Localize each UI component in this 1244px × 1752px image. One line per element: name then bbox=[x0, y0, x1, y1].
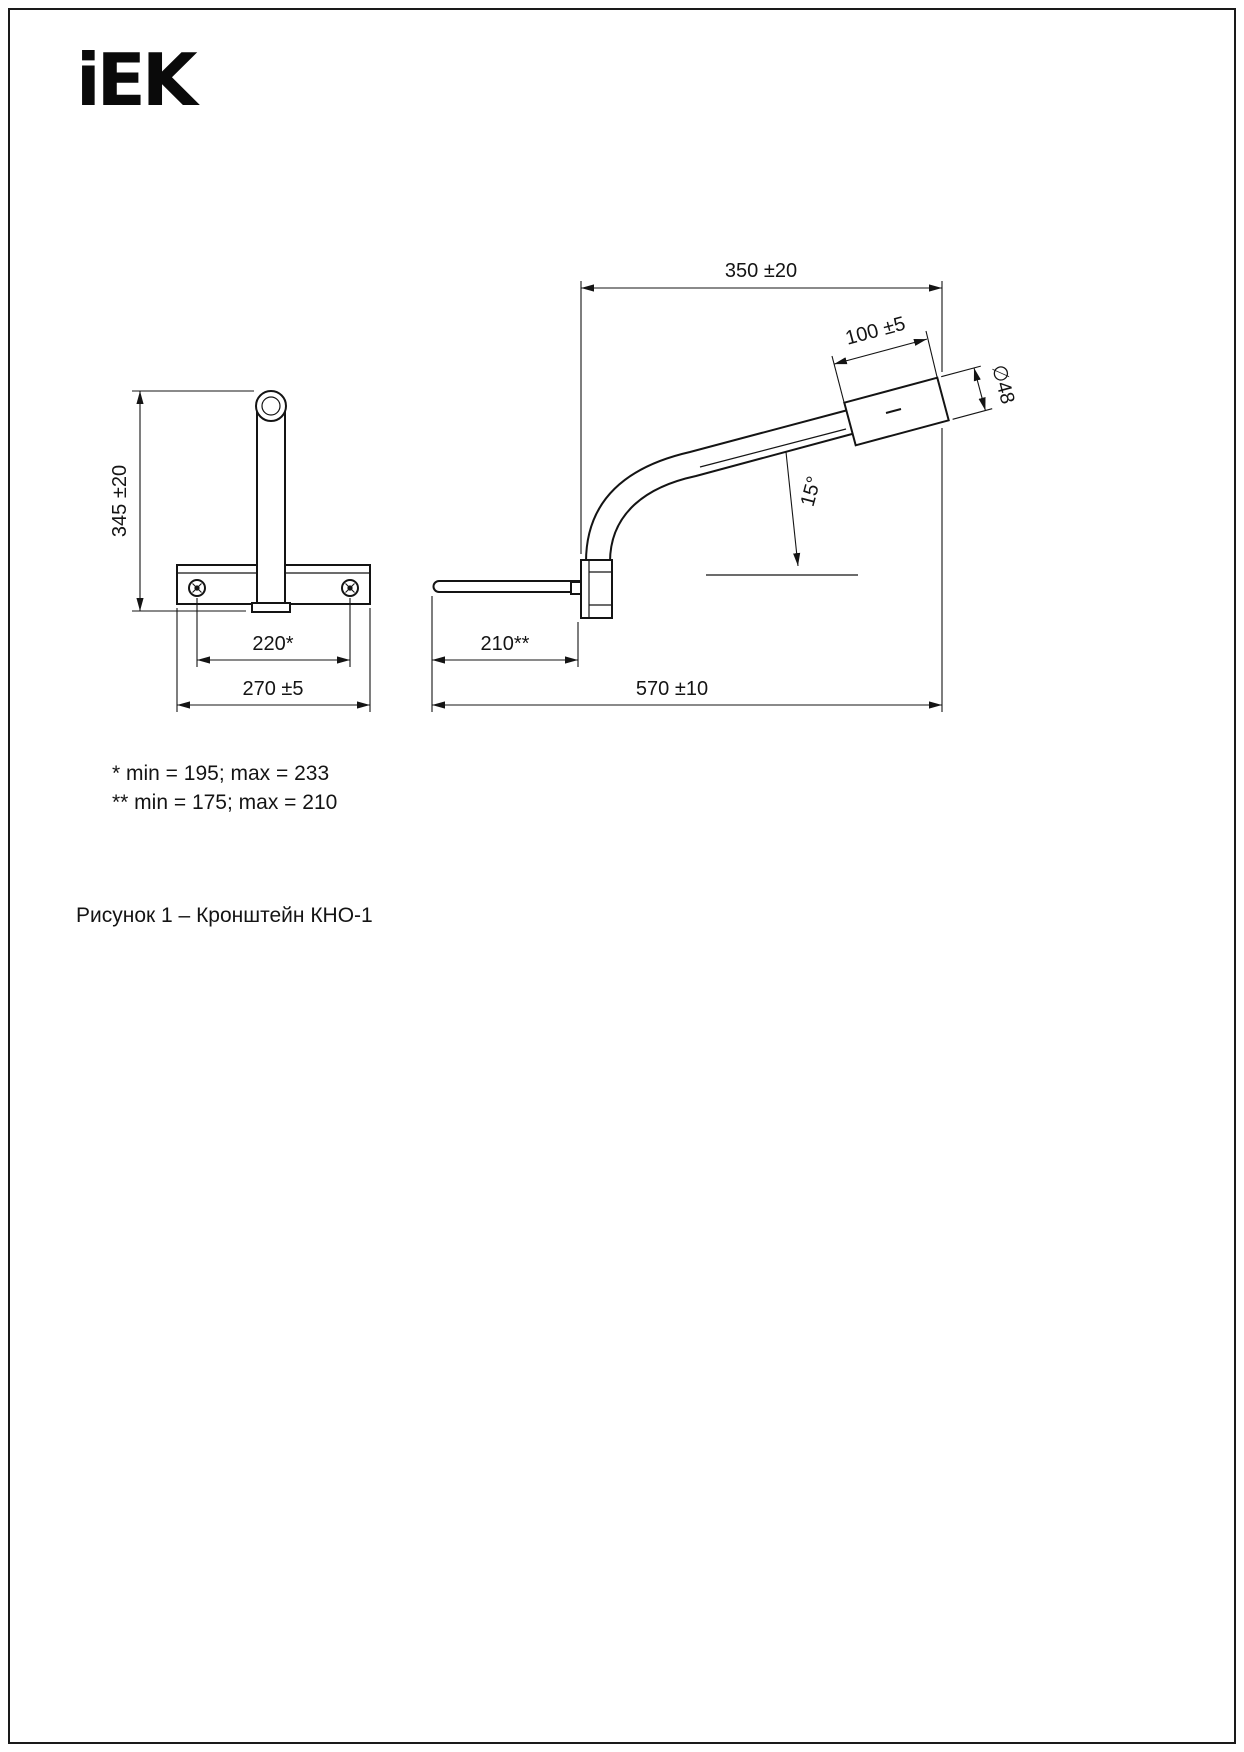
figure-caption: Рисунок 1 – Кронштейн КНО-1 bbox=[76, 904, 373, 927]
dimension-notes: * min = 195; max = 233 ** min = 175; max… bbox=[112, 760, 337, 818]
dim-arm-length: 210** bbox=[431, 596, 579, 712]
dim-sleeve-length-label: 100 ±5 bbox=[843, 313, 908, 350]
tube-inner-edge bbox=[609, 433, 853, 563]
dim-plate-width: 270 ±5 bbox=[176, 608, 371, 712]
end-sleeve bbox=[843, 376, 950, 447]
bolt-left bbox=[188, 579, 206, 597]
dim-arm-length-label: 210** bbox=[481, 633, 530, 655]
pipe-top-circle-outer bbox=[255, 390, 287, 422]
dim-tilt-angle: 15° bbox=[785, 451, 826, 567]
tube-outer-edge bbox=[585, 409, 849, 563]
pipe-bottom-cap bbox=[251, 602, 291, 613]
bolt-right bbox=[341, 579, 359, 597]
dim-tilt-angle-label: 15° bbox=[797, 474, 826, 509]
dim-bolt-spacing-label: 220* bbox=[252, 633, 293, 655]
dim-diameter-label: ∅48 bbox=[987, 362, 1019, 406]
note-double-asterisk: ** min = 175; max = 210 bbox=[112, 790, 338, 814]
pole-clamp bbox=[570, 559, 613, 619]
dim-total-length: 570 ±10 bbox=[432, 428, 943, 712]
horizontal-arm bbox=[432, 580, 584, 593]
iek-logo: iEK bbox=[76, 38, 198, 122]
dim-horizontal-reach-label: 350 ±20 bbox=[725, 260, 797, 282]
dim-bolt-spacing: 220* bbox=[196, 598, 351, 667]
note-asterisk: * min = 195; max = 233 bbox=[112, 762, 330, 785]
clamp-bolt bbox=[570, 581, 582, 595]
dim-diameter: ∅48 bbox=[941, 362, 1019, 420]
sleeve-slot-mark bbox=[885, 408, 902, 414]
dim-front-height-label: 345 ±20 bbox=[109, 465, 131, 537]
telescoping-tube-line bbox=[699, 428, 847, 468]
pipe-body bbox=[256, 406, 286, 612]
dim-horizontal-reach: 350 ±20 bbox=[580, 260, 943, 554]
dim-total-length-label: 570 ±10 bbox=[636, 678, 708, 700]
pipe-top-circle-inner bbox=[261, 396, 281, 416]
dim-plate-width-label: 270 ±5 bbox=[242, 678, 303, 700]
dim-front-height: 345 ±20 bbox=[109, 390, 254, 612]
side-view: 350 ±20 100 ±5 ∅48 15° bbox=[431, 260, 1019, 712]
front-view: 345 ±20 220* 270 ±5 bbox=[109, 390, 371, 712]
